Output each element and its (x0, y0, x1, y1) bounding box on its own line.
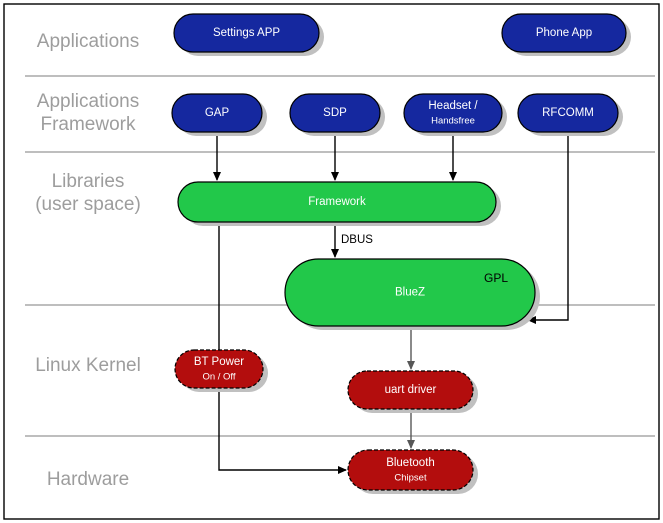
node-body-bluez (284, 258, 536, 327)
node-body-headset-handsfree (403, 93, 503, 133)
node-label-bt-power: BT Power (194, 356, 244, 368)
node-body-bluetooth-chipset (347, 449, 474, 491)
node-sublabel-bluetooth-chipset: Chipset (394, 473, 427, 484)
node-gap[interactable]: GAP (171, 93, 267, 136)
node-label-framework: Framework (308, 196, 366, 208)
node-body-uart-driver (347, 370, 474, 410)
node-sublabel-headset-handsfree: Handsfree (431, 116, 475, 127)
node-headset-handsfree[interactable]: Headset / Handsfree (403, 93, 507, 136)
layer-label-linux-kernel: Linux Kernel (35, 355, 141, 376)
node-framework[interactable]: Framework (177, 181, 501, 226)
node-body-framework (177, 181, 497, 223)
node-body-phone-app (501, 13, 627, 53)
rfcomm-to-bluez (527, 132, 569, 324)
framework-to-chipset (218, 222, 347, 474)
node-uart-driver[interactable]: uart driver (347, 370, 478, 413)
node-body-bt-power (174, 349, 264, 389)
diagram-frame (3, 3, 660, 520)
node-label-uart-driver: uart driver (385, 384, 437, 396)
node-body-sdp (289, 93, 381, 133)
diagram-annotations: GPL DBUS (341, 234, 508, 285)
dbus-label: DBUS (341, 234, 373, 246)
node-body-settings-app (173, 13, 320, 53)
node-body-rfcomm (517, 93, 619, 133)
node-label-rfcomm: RFCOMM (542, 107, 594, 119)
node-label-settings-app: Settings APP (213, 27, 280, 39)
node-phone-app[interactable]: Phone App (501, 13, 631, 56)
node-body-gap (171, 93, 263, 133)
layer-label-hardware: Hardware (47, 469, 129, 490)
node-bt-power[interactable]: BT Power On / Off (174, 349, 268, 392)
node-label-sdp: SDP (323, 107, 347, 119)
gpl-badge: GPL (484, 271, 508, 285)
node-rfcomm[interactable]: RFCOMM (517, 93, 623, 136)
layer-label-libraries: Libraries(user space) (35, 171, 141, 215)
layer-label-applications: Applications (37, 31, 139, 52)
node-label-bluez: BlueZ (395, 287, 425, 299)
connector-lines (213, 132, 569, 474)
node-bluez[interactable]: BlueZ (284, 258, 540, 330)
node-label-bluetooth-chipset: Bluetooth (386, 457, 435, 469)
node-label-phone-app: Phone App (536, 27, 592, 39)
node-label-gap: GAP (205, 107, 230, 119)
node-sdp[interactable]: SDP (289, 93, 385, 136)
node-label-headset-handsfree: Headset / (428, 100, 478, 112)
node-settings-app[interactable]: Settings APP (173, 13, 324, 56)
node-sublabel-bt-power: On / Off (202, 372, 235, 383)
